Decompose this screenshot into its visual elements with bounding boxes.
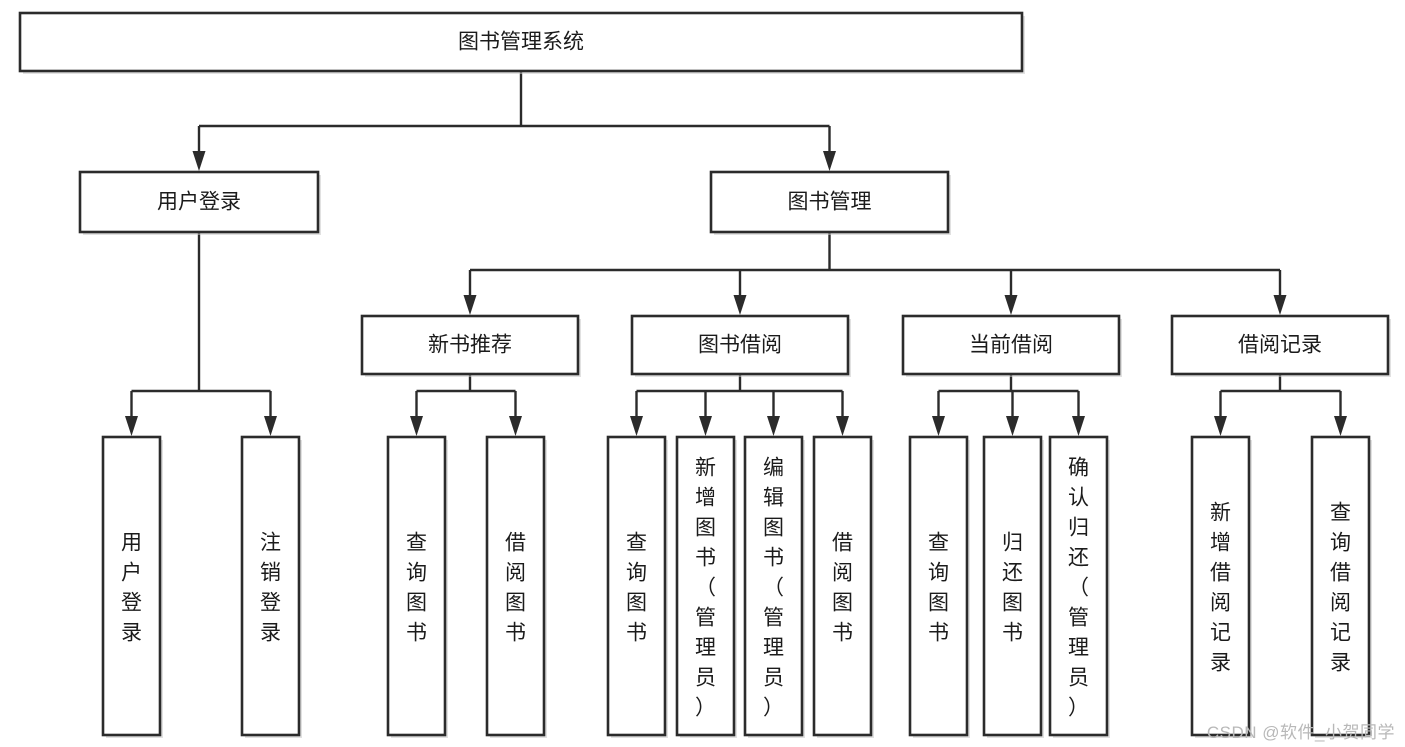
node-leaf-query-book-1[interactable]: 查询图书 [386,435,448,738]
arrow-head [767,416,780,436]
node-label: 确认归还（管理员） [1068,456,1089,719]
node-label: 查询图书 [626,531,647,644]
node-rect[interactable] [812,435,873,737]
edge-group-book-manage [463,232,1287,315]
node-label: 用户登录 [121,531,142,644]
node-rect[interactable] [606,435,667,737]
node-rect[interactable] [743,435,804,737]
node-label: 借阅图书 [832,531,853,644]
arrow-head [264,416,277,436]
node-label: 查询图书 [928,531,949,644]
arrow-head [823,151,836,171]
node-leaf-user-logout[interactable]: 注销登录 [240,435,302,738]
node-leaf-edit-book-admin[interactable]: 编辑图书（管理员） [743,435,805,738]
node-leaf-add-book-admin[interactable]: 新增图书（管理员） [675,435,737,738]
arrow-head [1334,416,1347,436]
node-leaf-user-login[interactable]: 用户登录 [101,435,163,738]
arrow-head [1214,416,1227,436]
node-rect[interactable] [630,314,850,376]
node-rect[interactable] [360,314,580,376]
arrow-head [410,416,423,436]
edge-group-borrow-record [1214,374,1347,436]
node-user-login[interactable]: 用户登录 [78,170,321,235]
node-label: 查询图书 [406,531,427,644]
node-rect[interactable] [18,11,1024,73]
node-label: 新增图书（管理员） [695,456,716,719]
node-rect[interactable] [709,170,950,234]
node-rect[interactable] [1170,314,1390,376]
arrow-head [630,416,643,436]
edge-group-user-login [125,232,277,436]
node-leaf-query-book-2[interactable]: 查询图书 [606,435,668,738]
arrow-head [1004,295,1018,315]
csdn-watermark: CSDN @软件_小贺同学 [1206,723,1395,742]
node-rect[interactable] [908,435,969,737]
node-book-borrow[interactable]: 图书借阅 [630,314,851,377]
arrow-head [1072,416,1085,436]
node-label: 借阅记录 [1238,334,1322,357]
node-label: 当前借阅 [969,334,1053,357]
arrow-head [932,416,945,436]
node-label: 图书管理 [788,191,872,214]
edge-group-book-borrow [630,374,849,436]
node-label: 图书管理系统 [458,31,584,54]
node-rect[interactable] [101,435,162,737]
node-leaf-query-book-3[interactable]: 查询图书 [908,435,970,738]
arrow-head [125,416,138,436]
arrow-head [836,416,849,436]
node-label: 新书推荐 [428,334,512,357]
node-label: 归还图书 [1002,531,1023,644]
node-borrow-record[interactable]: 借阅记录 [1170,314,1391,377]
node-label: 图书借阅 [698,334,782,357]
edge-group-root [192,71,836,171]
node-rect[interactable] [485,435,546,737]
arrow-head [699,416,712,436]
node-rect[interactable] [675,435,736,737]
node-leaf-return-book[interactable]: 归还图书 [982,435,1044,738]
node-leaf-borrow-book-2[interactable]: 借阅图书 [812,435,874,738]
arrow-head [463,295,477,315]
node-label: 注销登录 [260,531,281,644]
connector-layer [125,71,1347,436]
node-rect[interactable] [1310,435,1371,737]
node-label: 编辑图书（管理员） [763,456,784,719]
arrow-head [1273,295,1287,315]
node-book-manage[interactable]: 图书管理 [709,170,951,235]
node-current-borrow[interactable]: 当前借阅 [901,314,1122,377]
node-leaf-borrow-book-1[interactable]: 借阅图书 [485,435,547,738]
node-label: 查询借阅记录 [1330,501,1351,674]
node-label: 用户登录 [157,191,241,214]
node-label: 借阅图书 [505,531,526,644]
node-leaf-confirm-return[interactable]: 确认归还（管理员） [1048,435,1110,738]
edge-group-new-book-recommend [410,374,522,436]
arrow-head [1006,416,1019,436]
node-rect[interactable] [1048,435,1109,737]
node-rect[interactable] [240,435,301,737]
arrow-head [733,295,747,315]
edge-group-current-borrow [932,374,1085,436]
node-leaf-add-borrow-rec[interactable]: 新增借阅记录 [1190,435,1252,738]
node-new-book-recommend[interactable]: 新书推荐 [360,314,581,377]
node-leaf-query-borrow-rec[interactable]: 查询借阅记录 [1310,435,1372,738]
node-rect[interactable] [901,314,1121,376]
node-label: 新增借阅记录 [1210,501,1231,674]
node-rect[interactable] [982,435,1043,737]
node-rect[interactable] [1190,435,1251,737]
node-layer: 图书管理系统用户登录图书管理新书推荐图书借阅当前借阅借阅记录用户登录注销登录查询… [18,11,1391,738]
arrow-head [192,151,206,171]
node-rect[interactable] [386,435,447,737]
node-root[interactable]: 图书管理系统 [18,11,1025,74]
arrow-head [509,416,522,436]
node-rect[interactable] [78,170,320,234]
